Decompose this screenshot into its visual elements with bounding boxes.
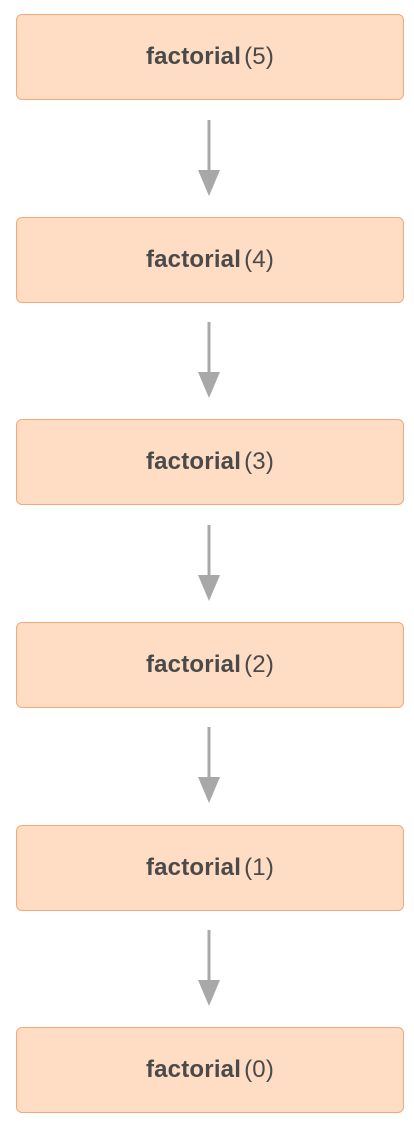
function-argument: (2) xyxy=(244,651,275,678)
down-arrow-icon xyxy=(198,322,220,398)
call-node-factorial-2: factorial(2) xyxy=(16,622,404,708)
function-name: factorial xyxy=(145,246,242,273)
function-name: factorial xyxy=(145,43,242,70)
function-argument: (0) xyxy=(244,1056,275,1083)
function-argument: (4) xyxy=(244,246,275,273)
function-name: factorial xyxy=(145,854,242,881)
down-arrow-icon xyxy=(198,525,220,601)
call-node-factorial-0: factorial(0) xyxy=(16,1027,404,1113)
function-name: factorial xyxy=(145,651,242,678)
call-node-factorial-1: factorial(1) xyxy=(16,825,404,911)
function-name: factorial xyxy=(145,1056,242,1083)
down-arrow-icon xyxy=(198,930,220,1006)
call-node-factorial-5: factorial(5) xyxy=(16,14,404,100)
down-arrow-icon xyxy=(198,727,220,803)
down-arrow-icon xyxy=(198,120,220,196)
call-node-factorial-4: factorial(4) xyxy=(16,217,404,303)
function-argument: (3) xyxy=(244,448,275,475)
function-name: factorial xyxy=(145,448,242,475)
call-node-factorial-3: factorial(3) xyxy=(16,419,404,505)
function-argument: (5) xyxy=(244,43,275,70)
function-argument: (1) xyxy=(244,854,275,881)
